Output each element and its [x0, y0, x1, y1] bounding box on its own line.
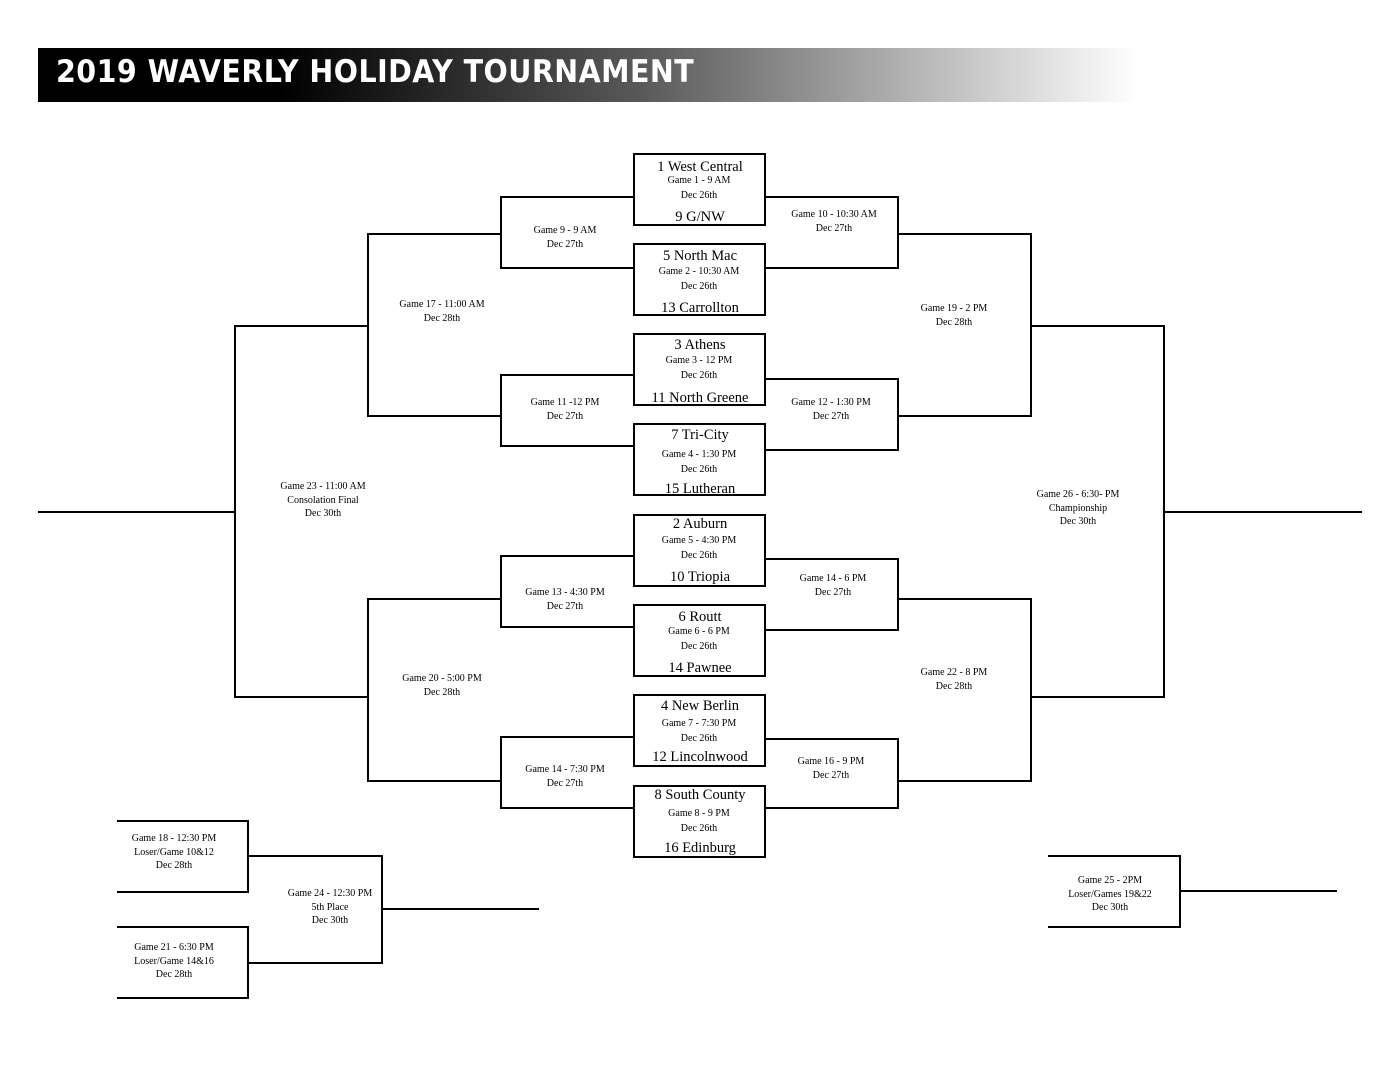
team-seed-9: 9 G/NW — [675, 209, 725, 225]
game-14b-bracket — [500, 736, 634, 809]
team-seed-11: 11 North Greene — [651, 390, 749, 406]
game-1-box — [633, 153, 766, 226]
game-4-time: Game 4 - 1:30 PM — [661, 449, 737, 460]
team-seed-6: 6 Routt — [678, 609, 722, 625]
game-11-bracket — [500, 374, 634, 447]
team-seed-4: 4 New Berlin — [660, 698, 740, 714]
team-seed-14: 14 Pawnee — [668, 660, 732, 676]
game-7-box — [633, 694, 766, 767]
game-5-box — [633, 514, 766, 587]
game-7-date: Dec 26th — [680, 732, 718, 744]
team-seed-3: 3 Athens — [674, 337, 726, 353]
game-2-box — [633, 243, 766, 316]
game-10-bracket — [765, 196, 899, 269]
game-4-date: Dec 26th — [680, 463, 718, 475]
game-9-bracket — [500, 196, 634, 269]
game-7-time: Game 7 - 7:30 PM — [661, 718, 737, 729]
team-seed-5: 5 North Mac — [662, 248, 738, 264]
game-4-box — [633, 423, 766, 496]
game-3-time: Game 3 - 12 PM — [665, 355, 733, 366]
game-5-label: Game 5 - 4:30 PM Dec 26th — [624, 534, 774, 562]
game-7-label: Game 7 - 7:30 PM Dec 26th — [624, 717, 774, 745]
game-6-date: Dec 26th — [680, 640, 718, 652]
game-5-time: Game 5 - 4:30 PM — [661, 535, 737, 546]
game-17-bracket — [367, 233, 501, 417]
game-14a-bracket — [765, 558, 899, 631]
game-12-bracket — [765, 378, 899, 451]
game-20-bracket — [367, 598, 501, 782]
game-8-label: Game 8 - 9 PM Dec 26th — [624, 807, 774, 835]
title-banner: 2019 WAVERLY HOLIDAY TOURNAMENT — [38, 48, 1138, 102]
game-16-bracket — [765, 738, 899, 809]
game-2-time: Game 2 - 10:30 AM — [658, 266, 740, 277]
team-seed-13: 13 Carrollton — [661, 300, 739, 316]
game-22-bracket — [898, 598, 1032, 782]
team-seed-2: 2 Auburn — [672, 516, 728, 532]
game-3-box — [633, 333, 766, 406]
game-2-date: Dec 26th — [680, 280, 718, 292]
game-8-date: Dec 26th — [680, 822, 718, 834]
team-seed-1: 1 West Central — [657, 159, 743, 175]
game-8-box — [633, 785, 766, 858]
team-seed-16: 16 Edinburg — [664, 840, 736, 856]
game-5-date: Dec 26th — [680, 549, 718, 561]
team-seed-8: 8 South County — [654, 787, 746, 803]
game-13-bracket — [500, 555, 634, 628]
team-seed-12: 12 Lincolnwood — [652, 749, 748, 765]
game-3-date: Dec 26th — [680, 369, 718, 381]
team-seed-15: 15 Lutheran — [664, 481, 736, 497]
team-seed-10: 10 Triopia — [669, 569, 731, 585]
game-6-box — [633, 604, 766, 677]
team-seed-7: 7 Tri-City — [671, 427, 729, 443]
game-8-time: Game 8 - 9 PM — [668, 808, 730, 819]
game-6-time: Game 6 - 6 PM — [668, 626, 730, 637]
game-4-label: Game 4 - 1:30 PM Dec 26th — [624, 448, 774, 476]
game-6-label: Game 6 - 6 PM Dec 26th — [624, 625, 774, 653]
game-2-label: Game 2 - 10:30 AM Dec 26th — [624, 265, 774, 293]
game-1-label: Game 1 - 9 AM Dec 26th — [624, 174, 774, 202]
game-3-label: Game 3 - 12 PM Dec 26th — [624, 354, 774, 382]
tournament-title: 2019 WAVERLY HOLIDAY TOURNAMENT — [56, 54, 695, 90]
game-1-time: Game 1 - 9 AM — [667, 175, 731, 186]
game-1-date: Dec 26th — [680, 189, 718, 201]
